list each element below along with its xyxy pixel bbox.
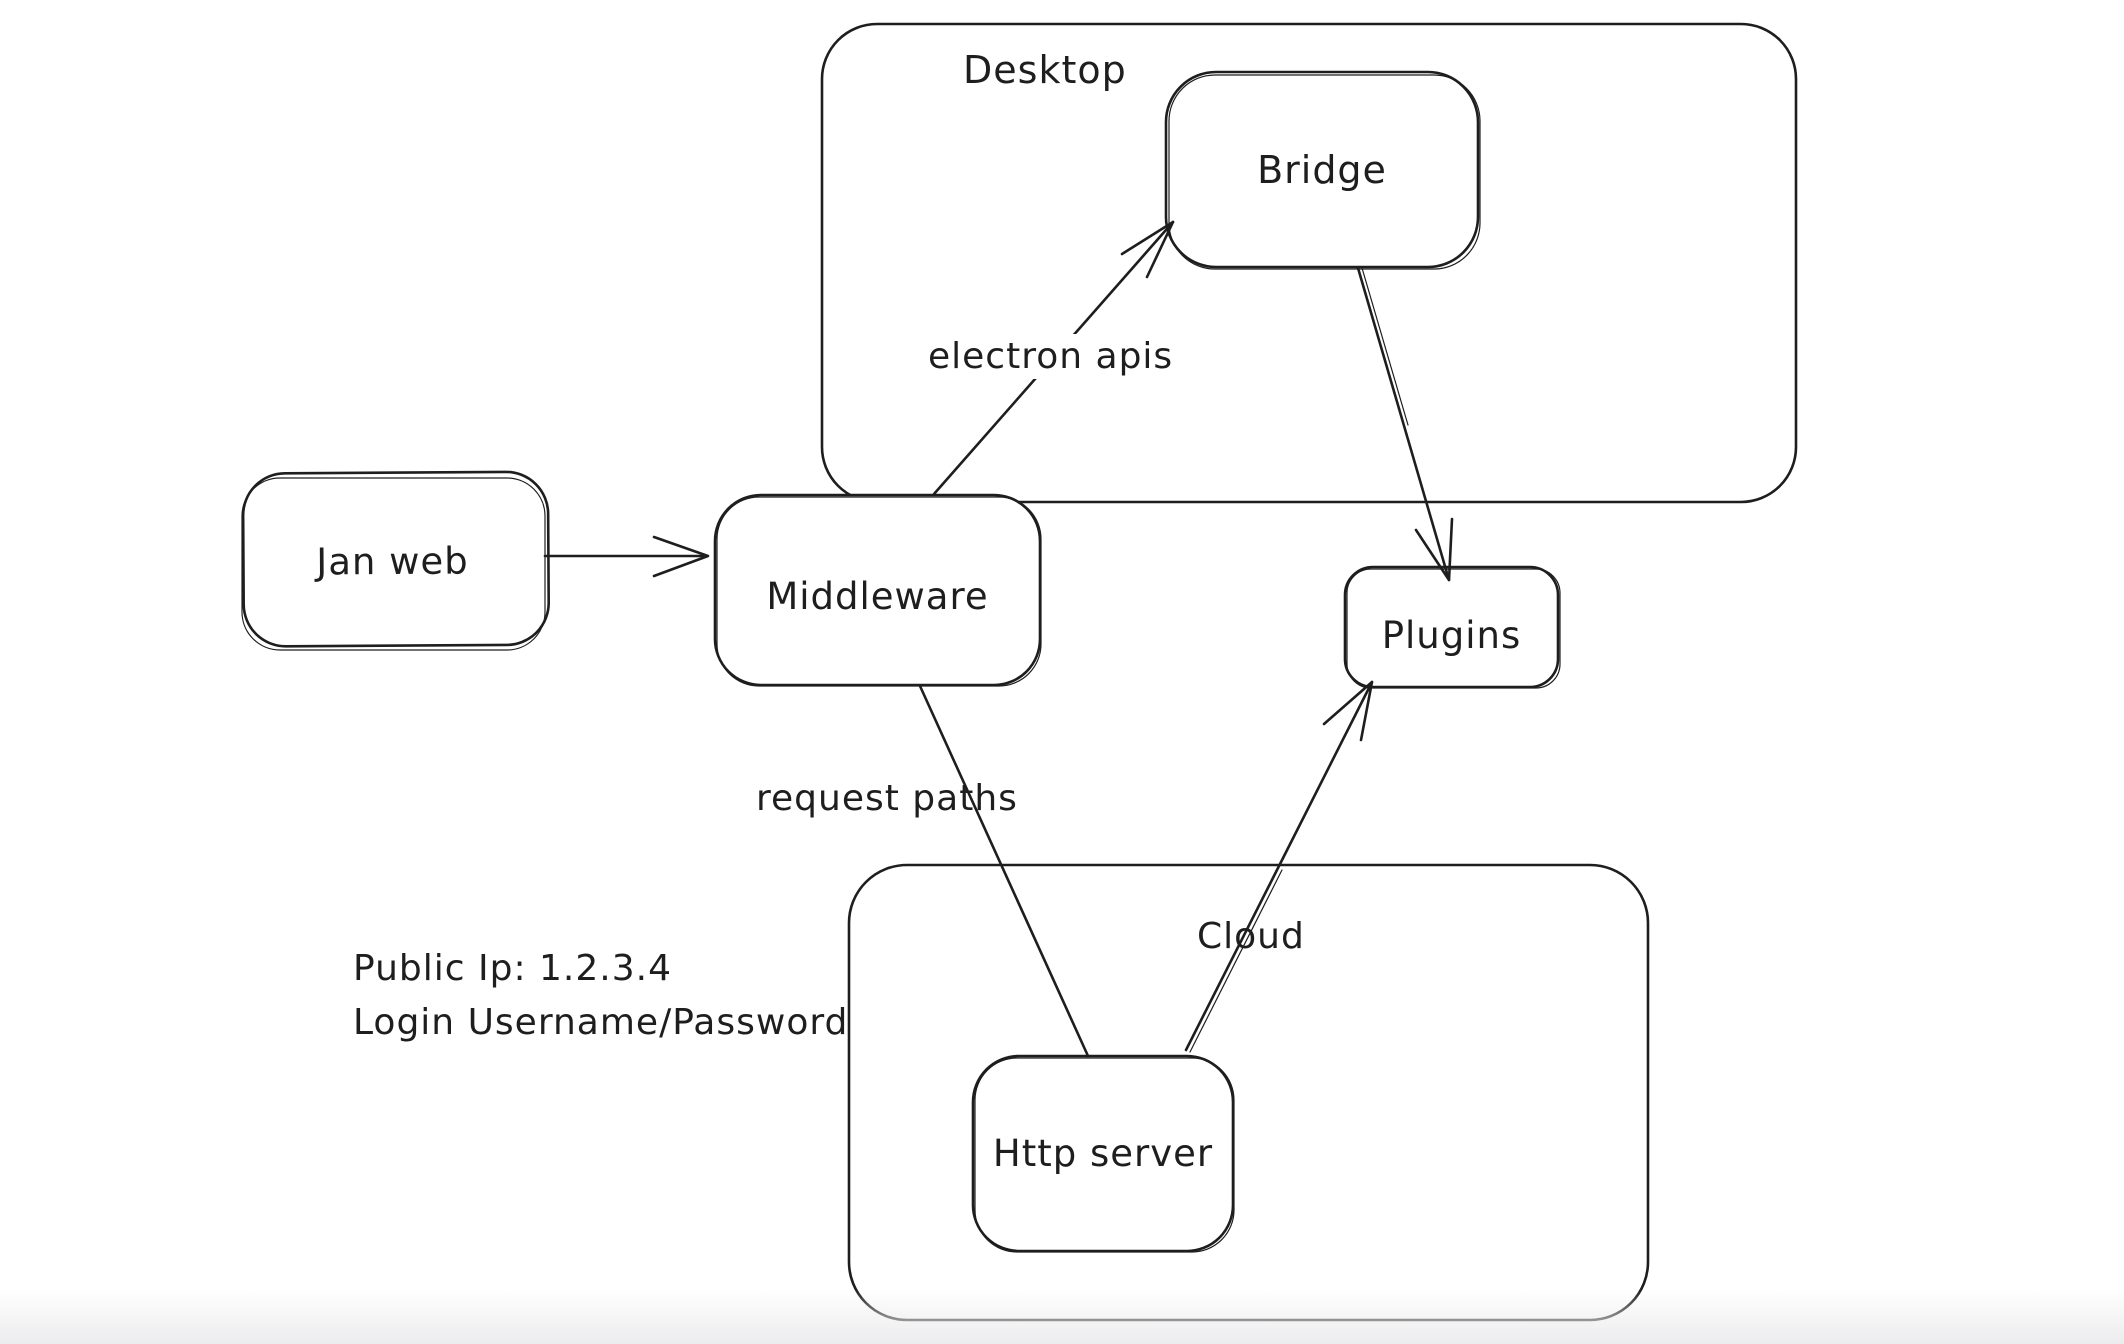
edge-httpserver-plugins-line-sketch	[1189, 869, 1283, 1053]
edge-label-electron-apis: electron apis	[920, 334, 1182, 379]
edge-middleware-httpserver-line	[918, 684, 1090, 1058]
desktop-container-label: Desktop	[963, 48, 1127, 92]
edge-httpserver-plugins-arrowhead	[1322, 680, 1374, 742]
jan-web-node-label: Jan web	[316, 539, 469, 584]
edge-label-request-paths: request paths	[756, 778, 1018, 819]
login-credentials-line: Login Username/Password	[353, 1002, 849, 1043]
edge-bridge-plugins-line	[1356, 266, 1451, 582]
edge-janweb-middleware-arrowhead	[652, 535, 710, 578]
public-ip-line: Public Ip: 1.2.3.4	[353, 948, 672, 989]
middleware-node-label: Middleware	[766, 574, 989, 618]
bridge-node-box-sketch	[1168, 74, 1481, 270]
public-ip-annotation: Public Ip: 1.2.3.4 Login Username/Passwo…	[353, 942, 848, 1050]
middleware-node-box	[713, 493, 1042, 687]
http-server-node-box-sketch	[974, 1057, 1235, 1253]
http-server-node-box	[971, 1054, 1235, 1253]
bridge-node-box	[1164, 70, 1480, 269]
middleware-node-box-sketch	[716, 496, 1042, 687]
bridge-node-label: Bridge	[1257, 147, 1387, 192]
edge-bridge-plugins-line-sketch	[1361, 267, 1409, 426]
jan-web-node-box-sketch	[241, 477, 546, 651]
desktop-container-box	[820, 22, 1798, 504]
cloud-container-label: Cloud	[1197, 916, 1305, 957]
http-server-node-label: Http server	[992, 1132, 1214, 1175]
jan-web-node-box	[241, 470, 550, 648]
edge-bridge-plugins-arrowhead	[1414, 517, 1454, 582]
plugins-node-label: Plugins	[1381, 613, 1522, 657]
plugins-node-box-sketch	[1346, 568, 1561, 689]
edge-middleware-bridge-arrowhead	[1120, 220, 1175, 279]
edge-httpserver-plugins-line	[1184, 680, 1374, 1052]
plugins-node-box	[1343, 565, 1560, 689]
